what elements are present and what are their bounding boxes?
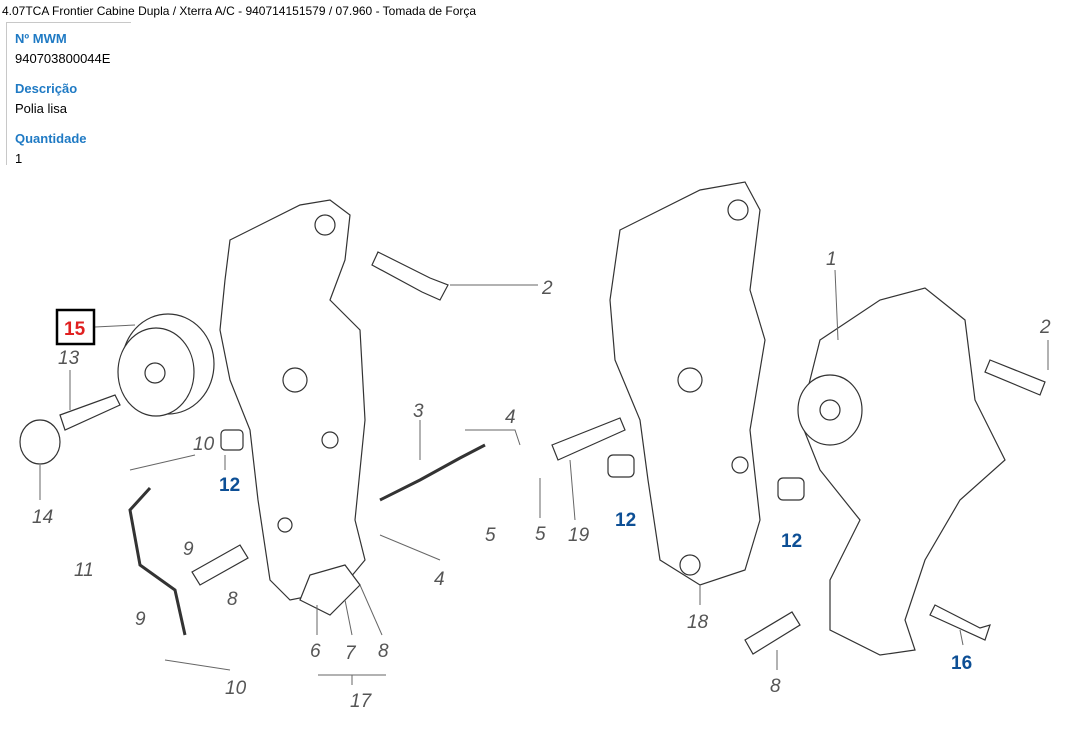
sleeve-8-right[interactable] [744, 611, 801, 655]
callout-12[interactable]: 12 [219, 475, 240, 496]
spacer-12-mid[interactable] [607, 454, 635, 478]
callout-12[interactable]: 12 [615, 510, 636, 531]
spacer-10[interactable] [220, 429, 244, 451]
mwm-value: 940703800044E [15, 51, 111, 66]
studs[interactable] [299, 564, 361, 616]
callout-8[interactable]: 8 [378, 641, 389, 662]
pulley-15[interactable] [117, 313, 215, 417]
sleeve-8[interactable] [191, 544, 249, 586]
bolt-19[interactable] [551, 417, 626, 461]
callout-3[interactable]: 3 [413, 401, 424, 422]
bolt-2[interactable] [371, 251, 449, 301]
callout-11[interactable]: 11 [74, 560, 94, 581]
description-label: Descrição [15, 81, 78, 96]
callout-2[interactable]: 2 [541, 278, 553, 299]
part-info-panel: Nº MWM 940703800044E Descrição Polia lis… [6, 22, 131, 166]
left-bracket[interactable] [219, 199, 366, 601]
mwm-label: Nº MWM [15, 31, 67, 46]
quantity-label: Quantidade [15, 131, 87, 146]
callout-10[interactable]: 10 [193, 434, 215, 455]
callout-16[interactable]: 16 [951, 653, 972, 674]
callout-1[interactable]: 1 [826, 249, 837, 270]
callout-13[interactable]: 13 [58, 348, 80, 369]
callout-2[interactable]: 2 [1039, 317, 1051, 338]
callout-7[interactable]: 7 [345, 643, 357, 664]
callout-18[interactable]: 18 [687, 612, 709, 633]
callout-12[interactable]: 12 [781, 531, 802, 552]
quantity-value: 1 [15, 151, 23, 166]
callout-8[interactable]: 8 [227, 589, 238, 610]
callout-4[interactable]: 4 [505, 407, 516, 428]
callout-14[interactable]: 14 [32, 507, 53, 528]
callout-15-selected[interactable]: 15 [64, 319, 86, 340]
cap-14[interactable] [19, 419, 61, 465]
callout-6[interactable]: 6 [310, 641, 321, 662]
bolt-2-right[interactable] [984, 359, 1046, 396]
callout-19[interactable]: 19 [568, 525, 590, 546]
callout-17[interactable]: 17 [350, 691, 373, 712]
breadcrumb-title: 4.07TCA Frontier Cabine Dupla / Xterra A… [2, 4, 477, 18]
bolt-16[interactable] [929, 604, 991, 641]
description-value: Polia lisa [15, 101, 68, 116]
right-bracket[interactable] [799, 287, 1006, 656]
callout-10[interactable]: 10 [225, 678, 247, 699]
pipe-11[interactable] [128, 486, 187, 636]
callout-5[interactable]: 5 [535, 524, 546, 545]
pipe-3[interactable] [379, 443, 486, 502]
selected-callout-box [55, 308, 96, 346]
spacer-12-right[interactable] [777, 477, 805, 501]
callout-5[interactable]: 5 [485, 525, 496, 546]
callout-4[interactable]: 4 [434, 569, 445, 590]
callout-8[interactable]: 8 [770, 676, 781, 697]
callout-9[interactable]: 9 [183, 539, 194, 560]
bolt-13[interactable] [59, 394, 121, 431]
callout-9[interactable]: 9 [135, 609, 146, 630]
